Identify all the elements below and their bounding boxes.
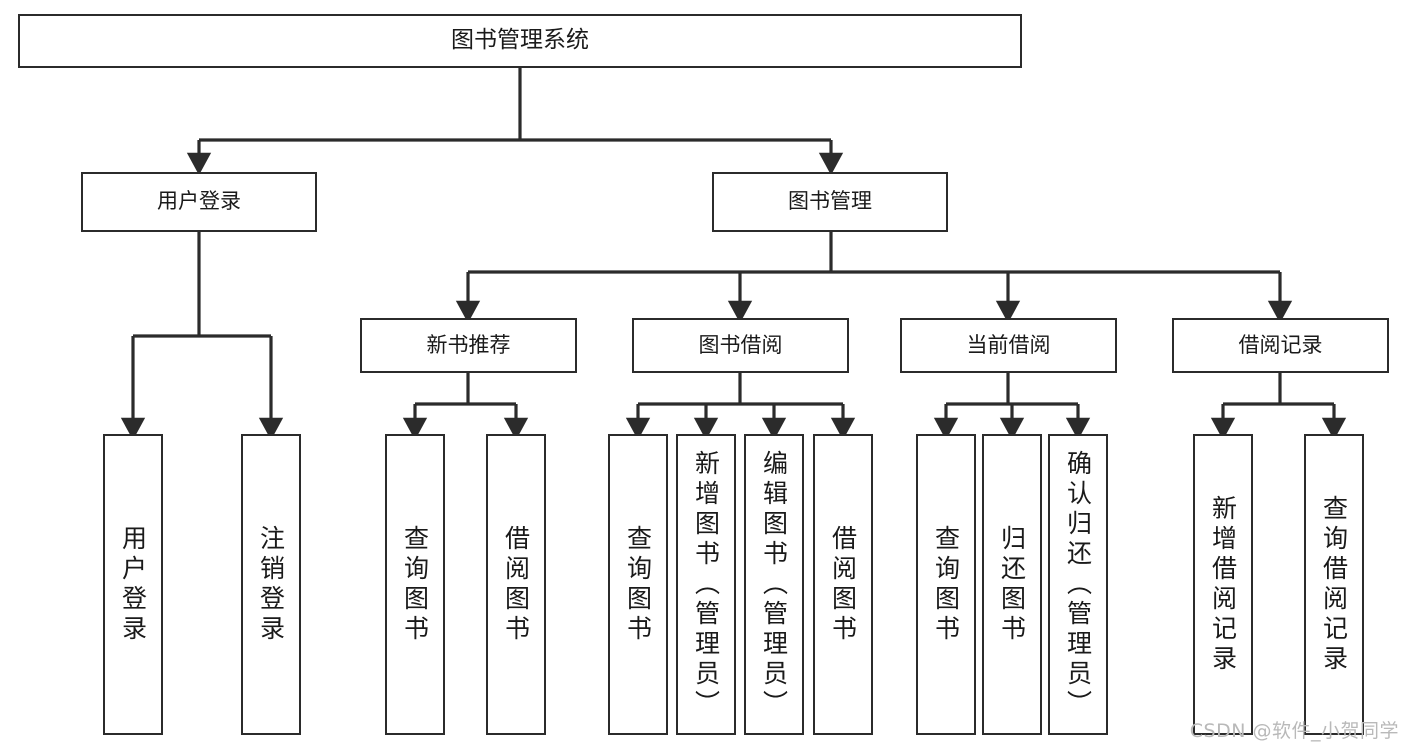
node-leaf-query-borrow-record-label: 查询借阅记录 [1319, 494, 1349, 675]
csdn-watermark: CSDN @软件_小贺同学 [1189, 720, 1399, 742]
node-current-borrow-label: 当前借阅 [966, 332, 1051, 357]
node-borrow-record[interactable]: 借阅记录 [1172, 318, 1389, 373]
node-leaf-user-login[interactable]: 用户登录 [103, 434, 163, 735]
node-leaf-confirm-return-label: 确认归还（管理员） [1063, 449, 1093, 720]
node-new-book-recommend[interactable]: 新书推荐 [360, 318, 577, 373]
node-leaf-query-borrow-record[interactable]: 查询借阅记录 [1304, 434, 1364, 735]
node-leaf-logout[interactable]: 注销登录 [241, 434, 301, 735]
node-leaf-borrow-book-label: 借阅图书 [828, 524, 858, 645]
node-leaf-user-login-label: 用户登录 [118, 524, 148, 645]
node-leaf-query-book-recommend[interactable]: 查询图书 [385, 434, 445, 735]
node-user-login[interactable]: 用户登录 [81, 172, 317, 232]
node-new-book-recommend-label: 新书推荐 [426, 332, 511, 357]
node-leaf-borrow-book-recommend[interactable]: 借阅图书 [486, 434, 546, 735]
node-root-system-label: 图书管理系统 [451, 27, 589, 54]
node-leaf-add-book[interactable]: 新增图书（管理员） [676, 434, 736, 735]
node-current-borrow[interactable]: 当前借阅 [900, 318, 1117, 373]
node-leaf-query-book-recommend-label: 查询图书 [400, 524, 430, 645]
node-leaf-query-book-borrow[interactable]: 查询图书 [608, 434, 668, 735]
node-leaf-return-book-label: 归还图书 [997, 524, 1027, 645]
node-leaf-borrow-book-recommend-label: 借阅图书 [501, 524, 531, 645]
node-leaf-logout-label: 注销登录 [256, 524, 286, 645]
node-leaf-return-book[interactable]: 归还图书 [982, 434, 1042, 735]
node-leaf-add-borrow-record-label: 新增借阅记录 [1208, 494, 1238, 675]
node-leaf-query-book-current[interactable]: 查询图书 [916, 434, 976, 735]
node-user-login-label: 用户登录 [157, 189, 241, 214]
node-book-manage[interactable]: 图书管理 [712, 172, 948, 232]
node-borrow-record-label: 借阅记录 [1238, 332, 1323, 357]
node-book-manage-label: 图书管理 [788, 189, 872, 214]
node-leaf-query-book-current-label: 查询图书 [931, 524, 961, 645]
node-book-borrow[interactable]: 图书借阅 [632, 318, 849, 373]
node-book-borrow-label: 图书借阅 [698, 332, 783, 357]
node-leaf-confirm-return[interactable]: 确认归还（管理员） [1048, 434, 1108, 735]
node-leaf-edit-book-label: 编辑图书（管理员） [759, 449, 789, 720]
node-leaf-edit-book[interactable]: 编辑图书（管理员） [744, 434, 804, 735]
node-root-system[interactable]: 图书管理系统 [18, 14, 1022, 68]
node-leaf-borrow-book[interactable]: 借阅图书 [813, 434, 873, 735]
node-leaf-query-book-borrow-label: 查询图书 [623, 524, 653, 645]
node-leaf-add-book-label: 新增图书（管理员） [691, 449, 721, 720]
node-leaf-add-borrow-record[interactable]: 新增借阅记录 [1193, 434, 1253, 735]
